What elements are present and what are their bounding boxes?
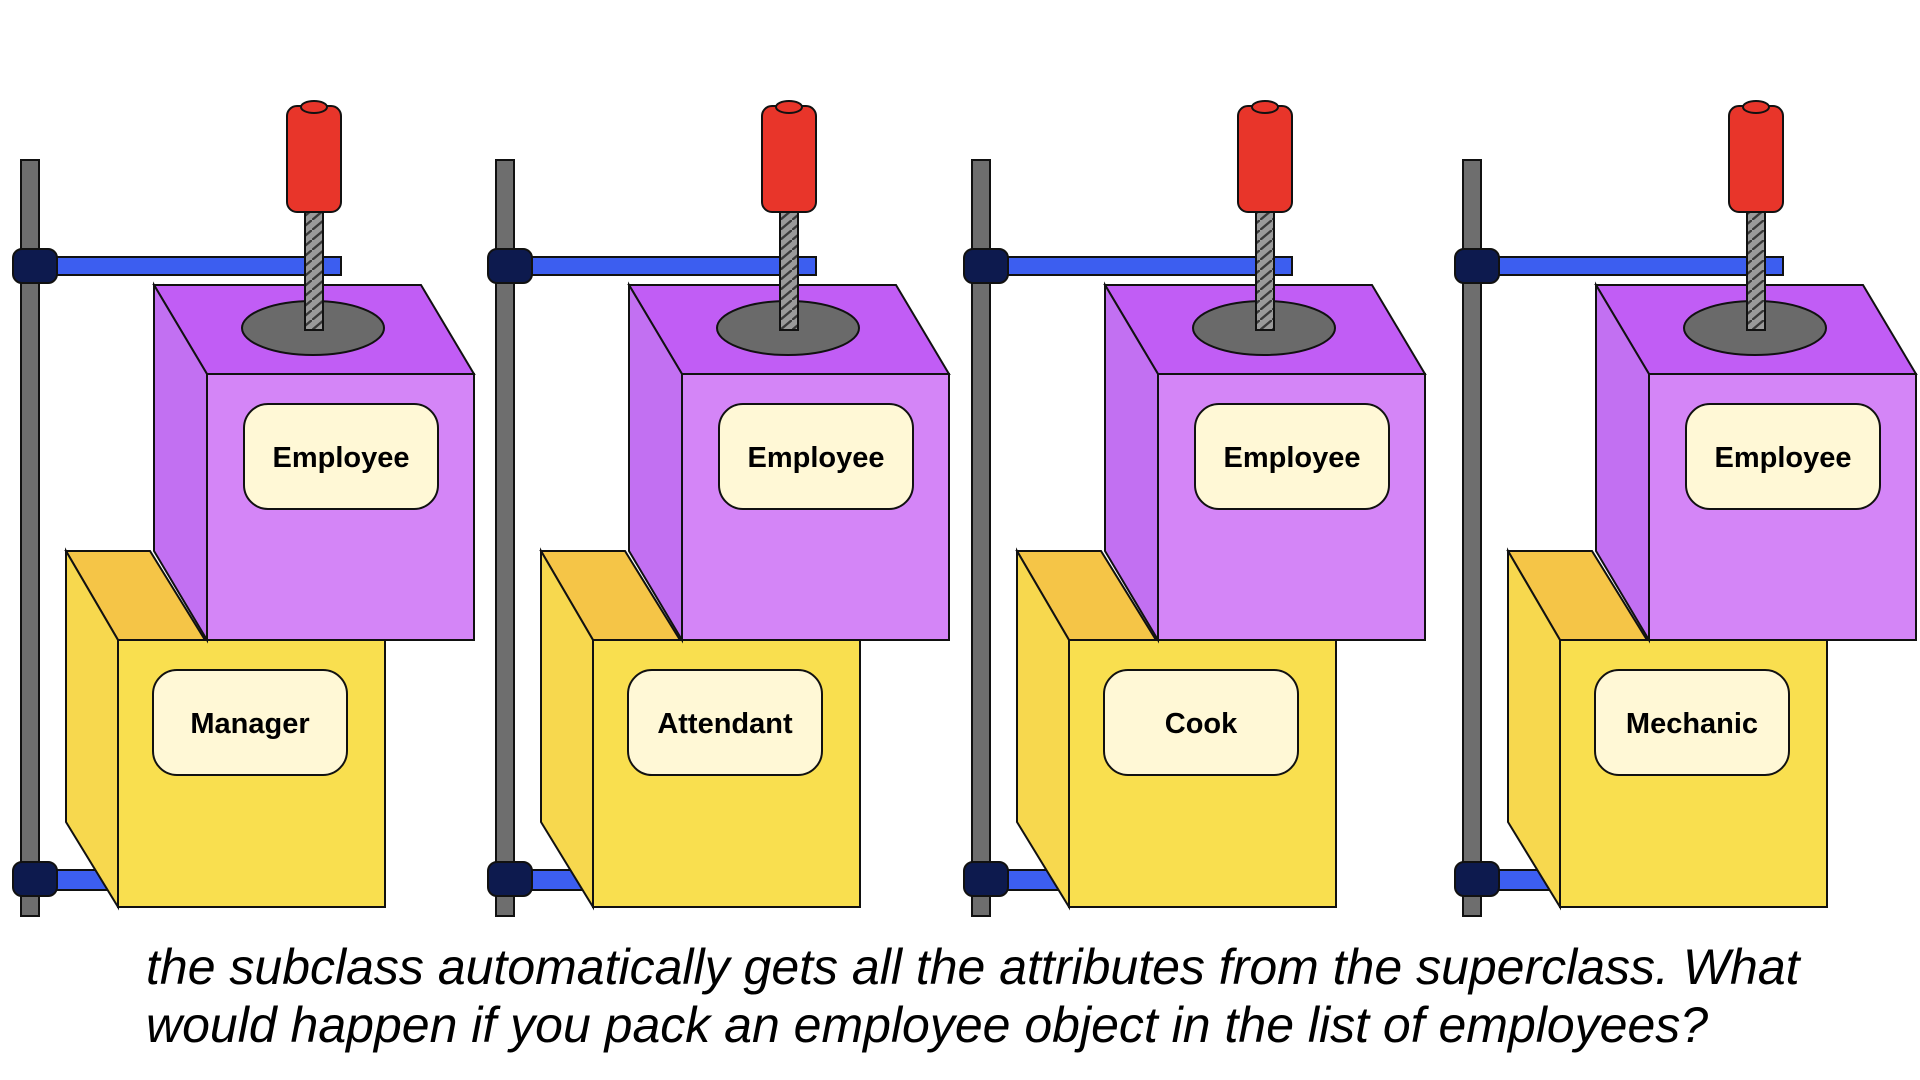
- lower-clamp: [487, 861, 533, 897]
- upper-arm: [990, 256, 1293, 276]
- handle: [286, 105, 342, 213]
- subclass-label-box: [1103, 669, 1299, 776]
- vertical-rod: [495, 159, 515, 917]
- screw-shaft: [779, 207, 799, 331]
- handle-cap: [775, 100, 803, 114]
- superclass-label: Employee: [1715, 442, 1852, 474]
- upper-arm: [39, 256, 342, 276]
- vertical-rod: [1462, 159, 1482, 917]
- handle-cap: [1251, 100, 1279, 114]
- screw-shaft: [1746, 207, 1766, 331]
- screw-shaft: [304, 207, 324, 331]
- vertical-rod: [971, 159, 991, 917]
- handle: [1237, 105, 1293, 213]
- lower-clamp: [1454, 861, 1500, 897]
- caption: the subclass automatically gets all the …: [146, 938, 1886, 1054]
- handle: [1728, 105, 1784, 213]
- subclass-label-box: [627, 669, 823, 776]
- upper-arm: [1481, 256, 1784, 276]
- subclass-label: Cook: [1165, 708, 1238, 740]
- subclass-label-box: [152, 669, 348, 776]
- superclass-label-box: [1685, 403, 1881, 510]
- lower-clamp: [963, 861, 1009, 897]
- superclass-label: Employee: [1224, 442, 1361, 474]
- superclass-label: Employee: [748, 442, 885, 474]
- screw-shaft: [1255, 207, 1275, 331]
- vertical-rod: [20, 159, 40, 917]
- upper-clamp: [963, 248, 1009, 284]
- superclass-label-box: [1194, 403, 1390, 510]
- caption-line-1: the subclass automatically gets all the …: [146, 939, 1800, 995]
- handle-cap: [1742, 100, 1770, 114]
- upper-arm: [514, 256, 817, 276]
- upper-clamp: [12, 248, 58, 284]
- superclass-label-box: [243, 403, 439, 510]
- upper-clamp: [487, 248, 533, 284]
- subclass-label-box: [1594, 669, 1790, 776]
- handle-cap: [300, 100, 328, 114]
- superclass-label-box: [718, 403, 914, 510]
- subclass-label: Manager: [190, 708, 309, 740]
- caption-line-2: would happen if you pack an employee obj…: [146, 997, 1709, 1053]
- subclass-label: Mechanic: [1626, 708, 1758, 740]
- superclass-label: Employee: [273, 442, 410, 474]
- lower-clamp: [12, 861, 58, 897]
- upper-clamp: [1454, 248, 1500, 284]
- handle: [761, 105, 817, 213]
- subclass-label: Attendant: [657, 708, 793, 740]
